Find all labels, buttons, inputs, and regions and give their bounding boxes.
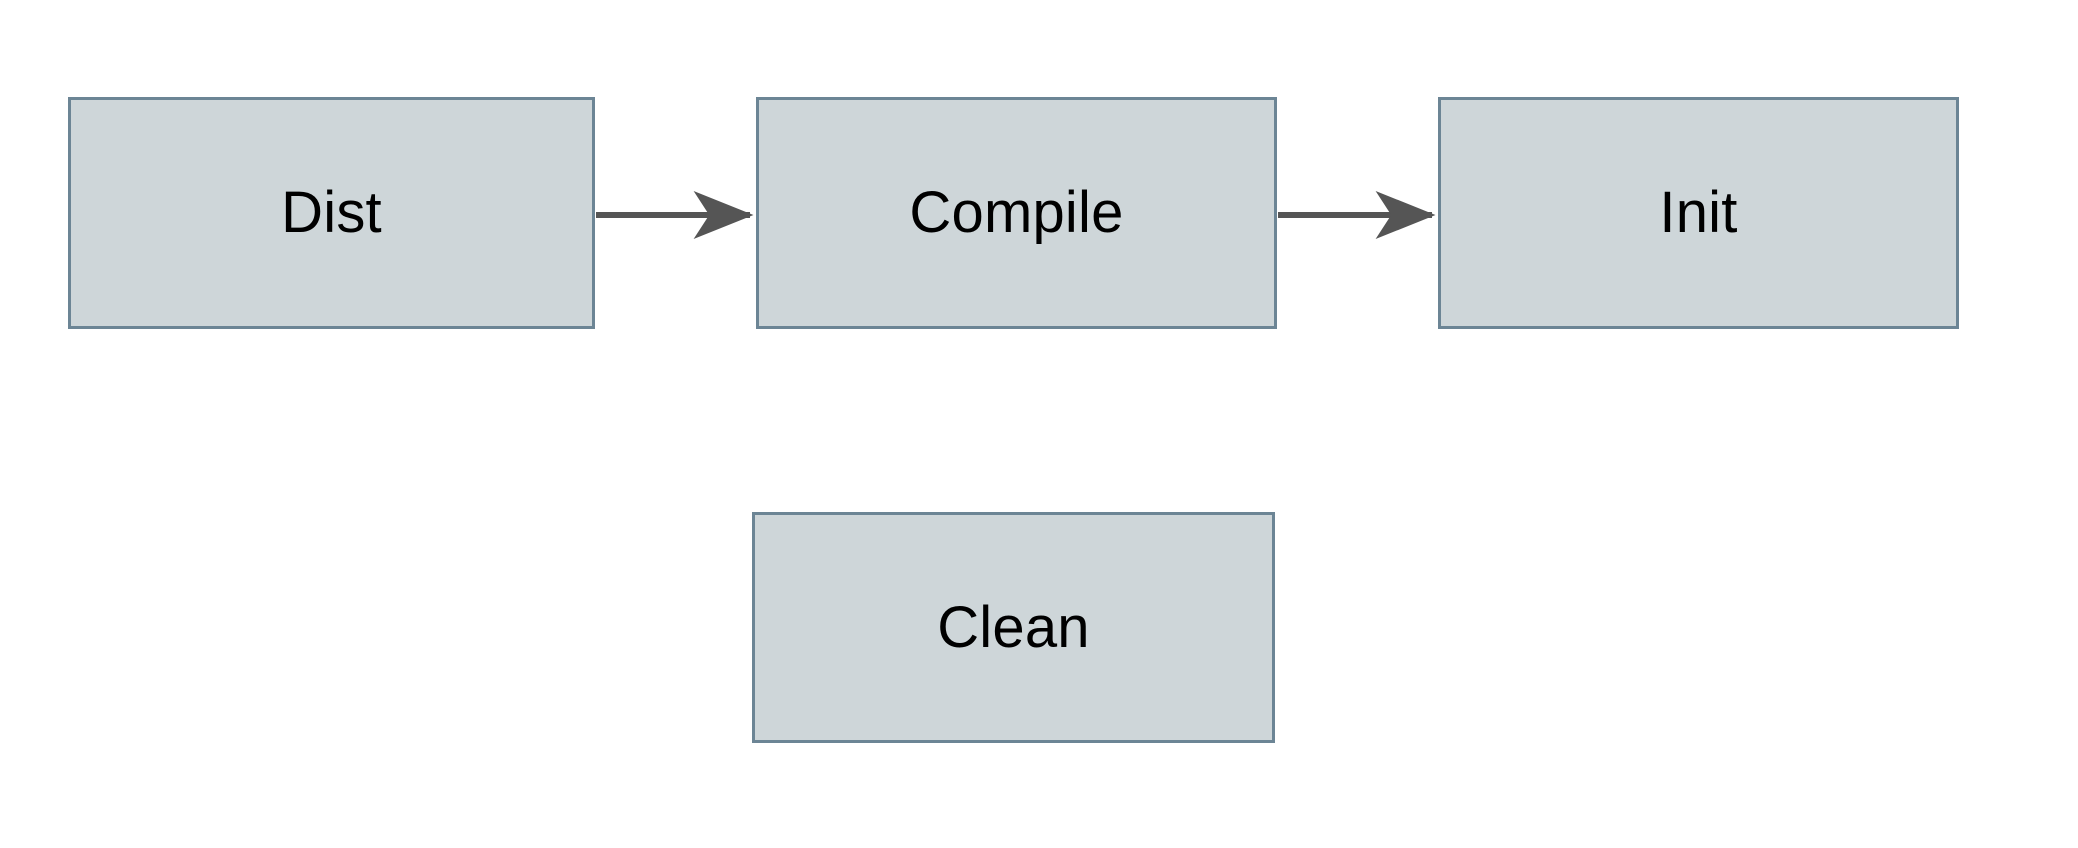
edge-compile-to-init-hitbox[interactable] [1278,195,1436,235]
node-dist-label: Dist [281,180,382,245]
node-dist[interactable]: Dist [68,97,595,329]
node-clean-label: Clean [937,594,1090,660]
edge-dist-to-compile-hitbox[interactable] [596,195,754,235]
node-compile-label: Compile [909,180,1124,245]
node-clean[interactable]: Clean [752,512,1275,743]
node-compile[interactable]: Compile [756,97,1277,329]
node-init[interactable]: Init [1438,97,1959,329]
node-init-label: Init [1659,180,1738,245]
